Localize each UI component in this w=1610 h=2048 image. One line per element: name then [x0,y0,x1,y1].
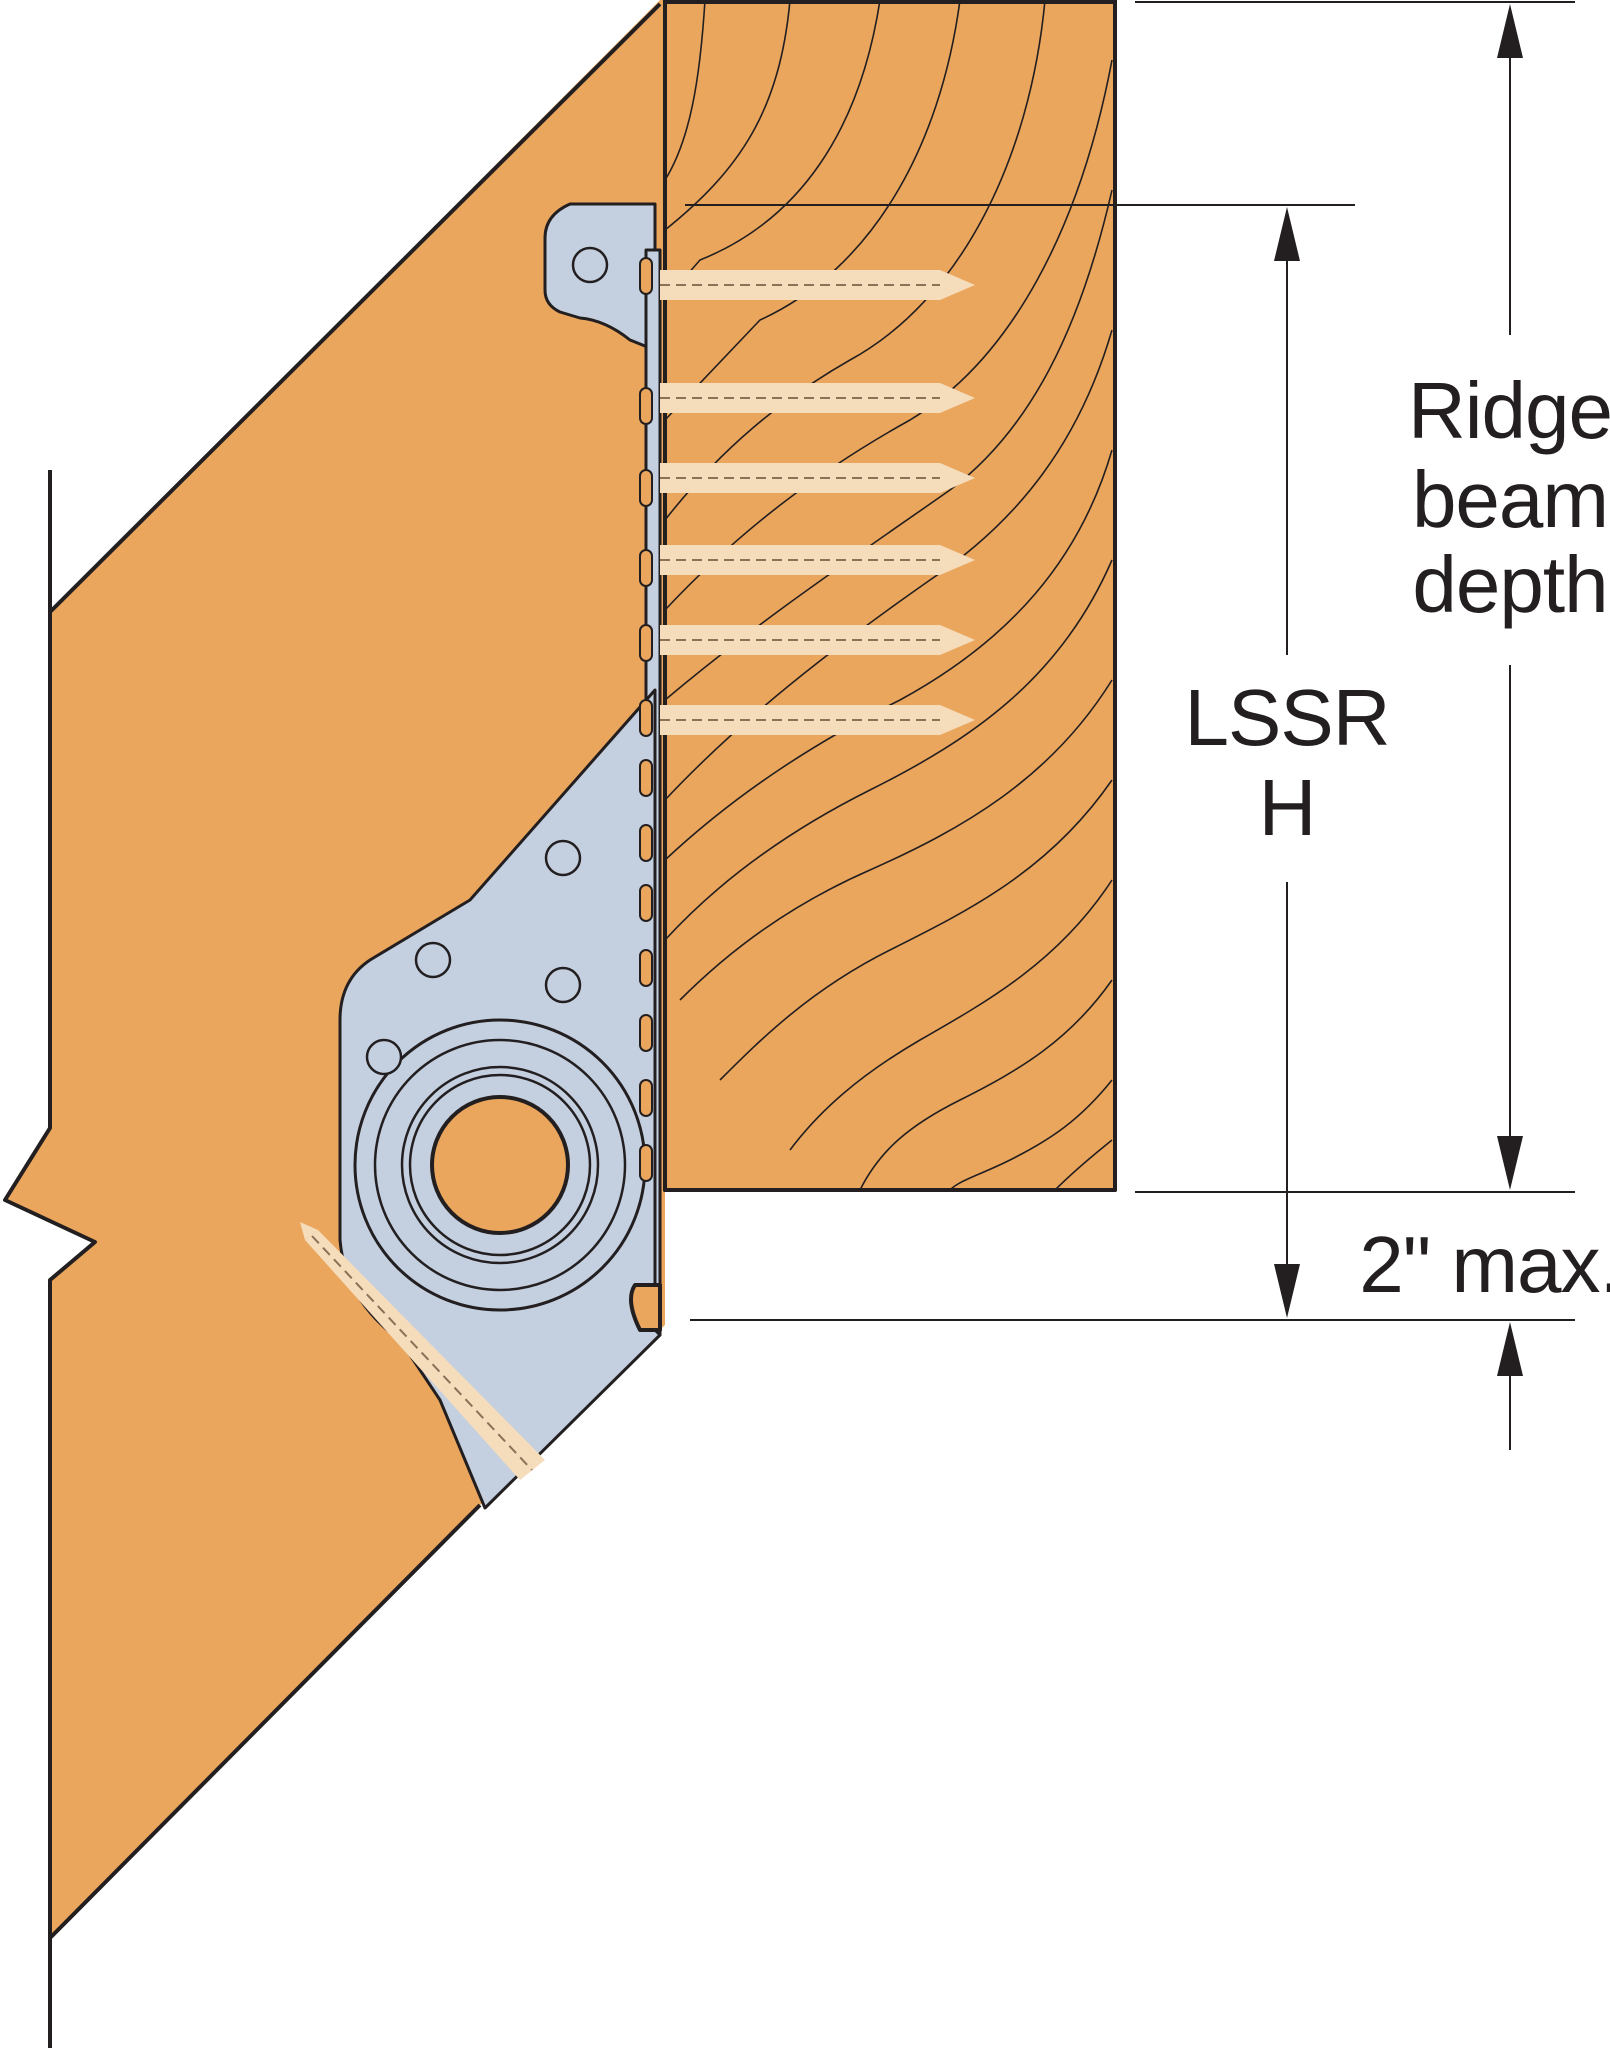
toe-nail [300,1222,545,1480]
rafter-bottom-edge [48,1503,482,1940]
label-ridge-line-1: Ridge [1408,366,1610,455]
labels: Ridge beam depth LSSR H 2" max. [1185,366,1610,1309]
connector-notch [629,1283,662,1332]
washer [353,1018,647,1312]
dimensions [685,1,1575,1450]
top-tab-hole [571,246,609,284]
screw [660,383,975,413]
ridge-beam [663,0,1117,1192]
flange-slots [639,257,653,1182]
bolt-hole [430,1095,570,1235]
screw [660,705,975,735]
lssr-connector [338,202,662,1510]
label-lssr-line-2: H [1259,763,1316,852]
screw [660,270,975,300]
ridge-beam-depth-dimension [1497,4,1523,1190]
ridge-beam-outline [663,0,1117,1192]
rafter-break-line [3,470,97,2048]
max-gap-dimension [1497,1322,1523,1450]
screws [660,270,975,735]
label-lssr-line-1: LSSR [1185,673,1390,762]
plate-nail-holes [365,839,582,1076]
label-ridge-line-2: beam [1412,455,1608,544]
label-ridge-line-3: depth [1412,540,1607,629]
screw [660,463,975,493]
lssr-h-dimension [1274,207,1300,1318]
screw [660,625,975,655]
rafter-top-edge [48,2,662,614]
ridge-beam-body [663,0,1117,1192]
label-max-gap: 2" max. [1359,1220,1610,1309]
screw [660,545,975,575]
